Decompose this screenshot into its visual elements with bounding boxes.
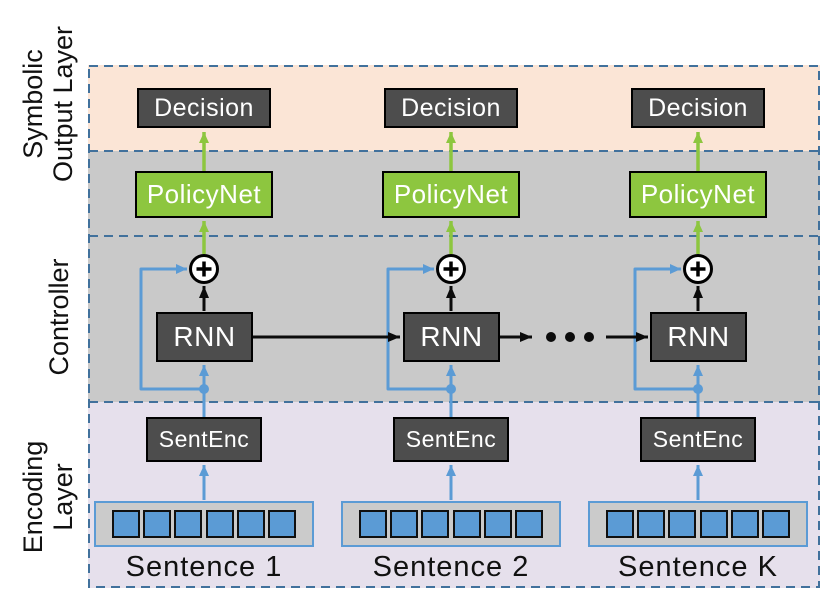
token-square	[359, 510, 387, 538]
policynet-box: PolicyNet	[135, 171, 273, 218]
controller-layer-label: Controller	[44, 258, 74, 376]
token-square	[699, 510, 728, 538]
token-square	[236, 510, 265, 538]
symbolic-output-layer-label: Symbolic Output Layer	[18, 14, 80, 194]
sentence-label: Sentence K	[618, 551, 778, 583]
decision-box: Decision	[384, 88, 518, 128]
token-square	[606, 510, 634, 538]
sentenc-box: SentEnc	[640, 417, 756, 462]
sentence-label: Sentence 1	[125, 551, 283, 583]
sentence-label: Sentence 2	[372, 551, 530, 583]
token-square	[452, 510, 481, 538]
token-square	[730, 510, 759, 538]
decision-box: Decision	[631, 88, 765, 128]
encoding-label-line1: Encoding	[18, 440, 48, 554]
policynet-box: PolicyNet	[382, 171, 520, 218]
symbolic-label-line2: Output Layer	[48, 25, 78, 183]
token-strip	[588, 501, 808, 547]
token-square	[668, 510, 697, 538]
token-strip	[94, 501, 314, 547]
token-square	[267, 510, 296, 538]
rnn-box: RNN	[403, 312, 500, 362]
rnn-box: RNN	[156, 312, 253, 362]
token-square	[483, 510, 512, 538]
token-square	[205, 510, 234, 538]
policynet-box: PolicyNet	[629, 171, 767, 218]
sentenc-box: SentEnc	[393, 417, 509, 462]
sentenc-box: SentEnc	[146, 417, 262, 462]
encoding-layer-label: Encoding Layer	[18, 431, 80, 563]
token-square	[421, 510, 450, 538]
token-square	[174, 510, 203, 538]
token-square	[637, 510, 666, 538]
symbolic-label-line1: Symbolic	[18, 49, 48, 159]
rnn-box: RNN	[650, 312, 747, 362]
token-square	[143, 510, 172, 538]
token-square	[390, 510, 419, 538]
token-square	[112, 510, 140, 538]
encoding-label-line2: Layer	[48, 463, 78, 531]
token-strip	[341, 501, 561, 547]
token-square	[514, 510, 543, 538]
decision-box: Decision	[137, 88, 271, 128]
token-square	[761, 510, 790, 538]
